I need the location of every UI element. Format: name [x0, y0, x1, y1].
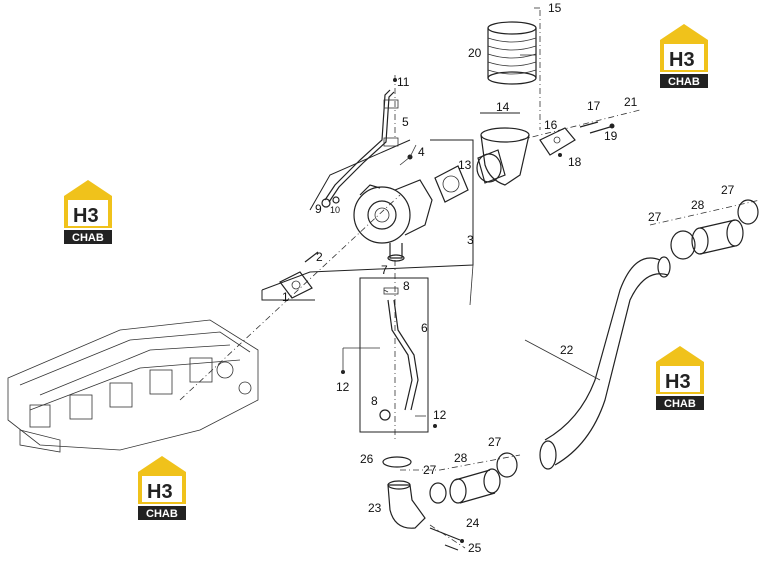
- gasket-part-13: [434, 149, 506, 203]
- svg-text:H3: H3: [73, 205, 99, 227]
- callout-5: 5: [402, 115, 409, 129]
- callout-27-top-left: 27: [648, 210, 662, 224]
- callout-16: 16: [544, 118, 558, 132]
- callout-27-bottom: 27: [488, 435, 502, 449]
- bracket-part-16: [539, 121, 615, 157]
- watermark-logo-left: H3 CHAB: [64, 180, 112, 244]
- center-lines: [179, 10, 761, 549]
- engine-block: [7, 319, 259, 453]
- callout-9: 9: [315, 202, 322, 216]
- callout-15: 15: [548, 1, 562, 15]
- svg-text:H3: H3: [665, 371, 691, 393]
- oil-return-pipe-part-6: [341, 287, 437, 428]
- callout-13: 13: [458, 158, 472, 172]
- callout-labels: 1 2 3 4 5 6 7 8 8 9 10 11 12 12 13 14 15…: [282, 1, 735, 555]
- leader-lines: [342, 7, 601, 417]
- callout-26: 26: [360, 452, 374, 466]
- callout-28-bottom: 28: [454, 451, 468, 465]
- callout-23: 23: [368, 501, 382, 515]
- callout-24: 24: [466, 516, 480, 530]
- turbocharger: [353, 179, 433, 262]
- watermark-logo-bottom-left: H3 CHAB: [138, 456, 186, 520]
- callout-21: 21: [624, 95, 638, 109]
- watermark-logo-right: H3 CHAB: [656, 346, 704, 410]
- elbow-part-14: [476, 127, 530, 186]
- callout-20: 20: [468, 46, 482, 60]
- elbow-part-23: [382, 456, 464, 551]
- svg-text:H3: H3: [147, 481, 173, 503]
- hose-clamps-lower: [429, 452, 518, 504]
- svg-text:H3: H3: [669, 49, 695, 71]
- callout-4: 4: [418, 145, 425, 159]
- callout-2: 2: [316, 250, 323, 264]
- hose-clamps-upper: [670, 199, 759, 260]
- fittings-9-10-4: [321, 154, 413, 208]
- callout-12-left: 12: [336, 380, 350, 394]
- svg-text:CHAB: CHAB: [664, 398, 696, 410]
- callout-11: 11: [397, 75, 410, 89]
- intake-hose-part-22: [539, 256, 671, 470]
- callout-18: 18: [568, 155, 582, 169]
- callout-27-lower-left: 27: [423, 463, 437, 477]
- svg-text:CHAB: CHAB: [72, 232, 104, 244]
- callout-7: 7: [381, 263, 388, 277]
- callout-1: 1: [282, 290, 289, 304]
- oil-pipe-part-5: [324, 78, 399, 203]
- callout-28-top: 28: [691, 198, 705, 212]
- svg-text:CHAB: CHAB: [668, 76, 700, 88]
- callout-27-top-right: 27: [721, 183, 735, 197]
- callout-19: 19: [604, 129, 618, 143]
- callout-22: 22: [560, 343, 574, 357]
- callout-10: 10: [330, 205, 340, 215]
- callout-14: 14: [496, 100, 510, 114]
- callout-8-lower: 8: [371, 394, 378, 408]
- callout-8-upper: 8: [403, 279, 410, 293]
- callout-25: 25: [468, 541, 482, 555]
- callout-6: 6: [421, 321, 428, 335]
- callout-17: 17: [587, 99, 601, 113]
- bellows-part-20: [487, 21, 537, 85]
- flange-part-1: [279, 251, 319, 299]
- svg-text:CHAB: CHAB: [146, 508, 178, 520]
- callout-3: 3: [467, 233, 474, 247]
- callout-12-right: 12: [433, 408, 447, 422]
- watermark-logo-top-right: H3 CHAB: [660, 24, 708, 88]
